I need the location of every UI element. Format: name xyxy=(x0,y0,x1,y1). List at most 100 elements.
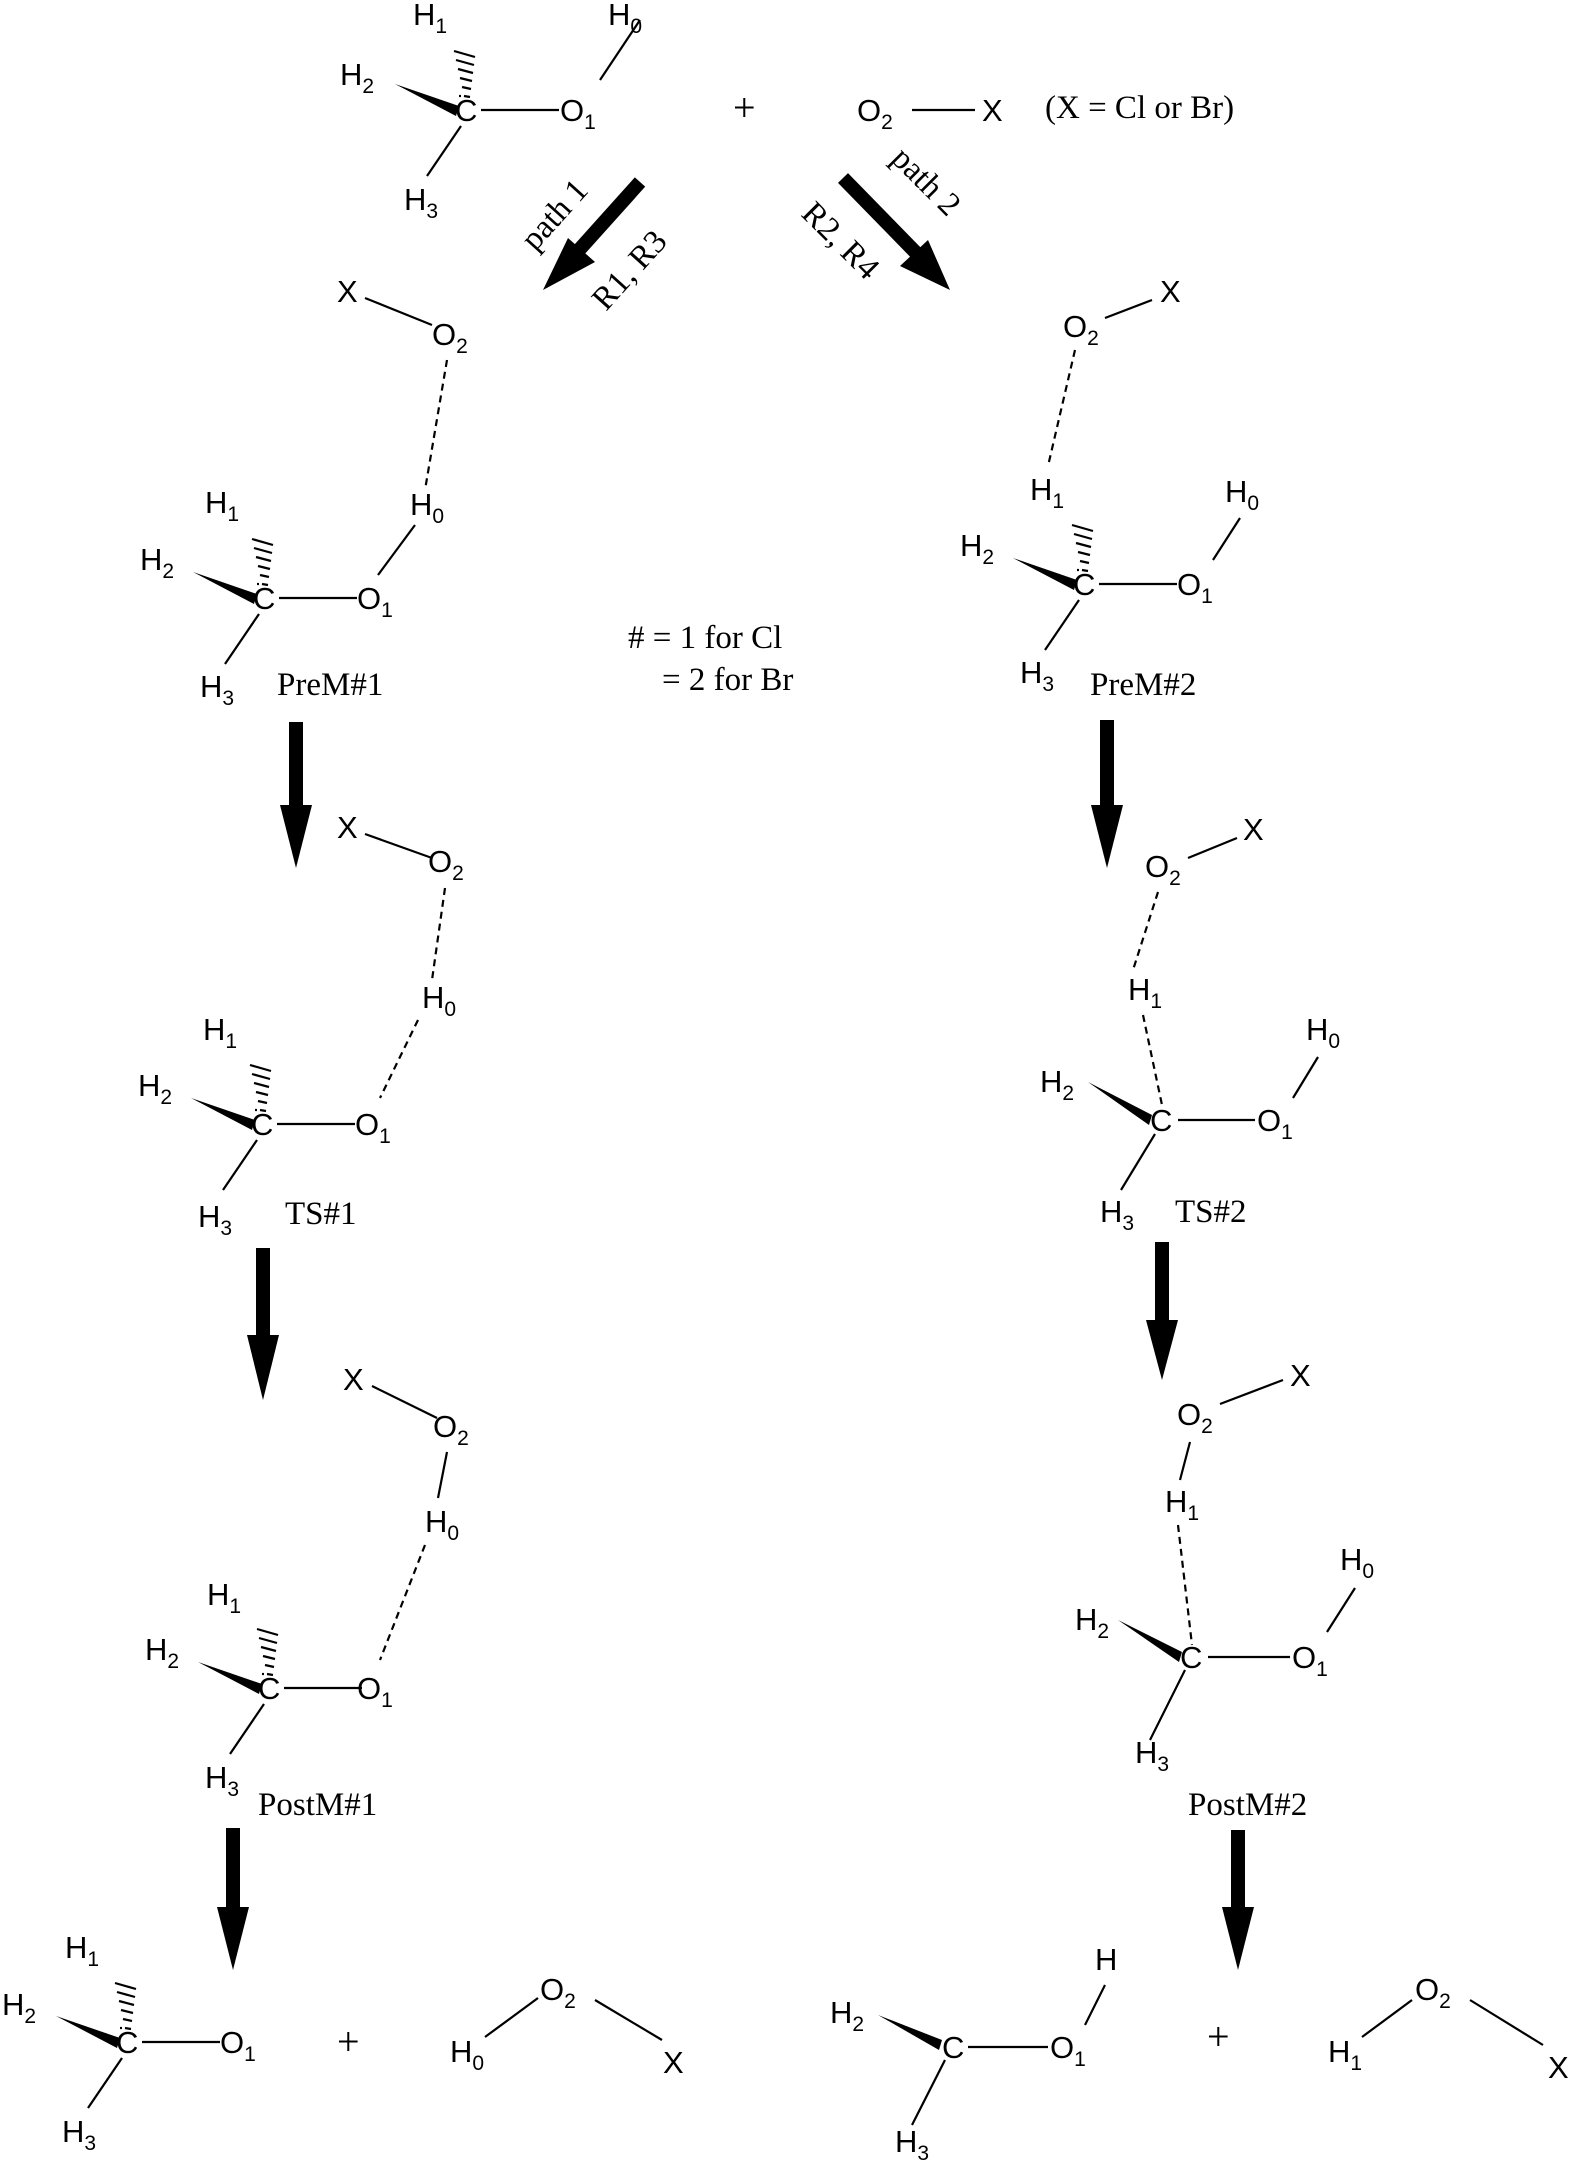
svg-text:H0: H0 xyxy=(608,0,642,38)
plus-sign-products-1: + xyxy=(337,2019,360,2064)
svg-text:H0: H0 xyxy=(1306,1012,1340,1053)
svg-text:H1: H1 xyxy=(1165,1484,1199,1525)
legend-line2: = 2 for Br xyxy=(662,662,793,698)
svg-text:O2: O2 xyxy=(433,1409,469,1450)
svg-text:O2: O2 xyxy=(1177,1397,1213,1438)
svg-text:O1: O1 xyxy=(1050,2030,1086,2071)
svg-text:O2: O2 xyxy=(1145,849,1181,890)
svg-text:H3: H3 xyxy=(404,182,438,223)
prem2-structure: O2 X C H1 H2 H3 O1 H0 xyxy=(960,274,1259,696)
path2-arrow: path 2 R2, R4 xyxy=(794,140,967,290)
svg-text:O2: O2 xyxy=(857,93,893,134)
svg-text:H0: H0 xyxy=(410,487,444,528)
product-hoox-2: H1 O2 X xyxy=(1328,1972,1569,2085)
svg-text:O1: O1 xyxy=(357,1671,393,1712)
atom-C: C xyxy=(455,93,477,128)
plus-sign: + xyxy=(733,85,756,130)
svg-text:H2: H2 xyxy=(340,57,374,98)
legend-line1: # = 1 for Cl xyxy=(628,620,782,656)
svg-text:H3: H3 xyxy=(198,1199,232,1240)
svg-text:H0: H0 xyxy=(1340,1542,1374,1583)
svg-text:H1: H1 xyxy=(1328,2034,1362,2075)
svg-text:O2: O2 xyxy=(1415,1972,1451,2013)
stage-label-prem1: PreM#1 xyxy=(277,667,383,703)
svg-text:C: C xyxy=(253,581,275,616)
svg-text:O1: O1 xyxy=(1257,1103,1293,1144)
svg-text:H3: H3 xyxy=(200,669,234,710)
svg-text:X: X xyxy=(1243,812,1264,847)
svg-text:H1: H1 xyxy=(1030,472,1064,513)
svg-text:H1: H1 xyxy=(413,0,447,38)
reactant-methanol: C H1 H2 H3 O1 H0 xyxy=(340,0,642,223)
svg-text:X: X xyxy=(1548,2050,1569,2085)
reactant-note: (X = Cl or Br) xyxy=(1045,90,1234,126)
arrow-postm2-products xyxy=(1222,1830,1254,1970)
arrow-prem1-ts1 xyxy=(280,722,312,868)
svg-text:O1: O1 xyxy=(1177,567,1213,608)
svg-text:O1: O1 xyxy=(357,581,393,622)
svg-text:H2: H2 xyxy=(830,1995,864,2036)
svg-text:X: X xyxy=(343,1362,364,1397)
stage-label-ts1: TS#1 xyxy=(285,1196,357,1232)
svg-text:X: X xyxy=(1160,274,1181,309)
stage-label-ts2: TS#2 xyxy=(1175,1194,1247,1230)
svg-text:H1: H1 xyxy=(205,485,239,526)
svg-text:H1: H1 xyxy=(1128,972,1162,1013)
svg-text:H3: H3 xyxy=(895,2124,929,2165)
svg-text:H3: H3 xyxy=(1020,655,1054,696)
ts2-structure: O2 X H1 C H2 H3 O1 H0 xyxy=(1040,812,1340,1235)
svg-text:H3: H3 xyxy=(1100,1194,1134,1235)
svg-text:O1: O1 xyxy=(560,93,596,134)
svg-text:C: C xyxy=(1180,1640,1202,1675)
svg-text:H2: H2 xyxy=(145,1632,179,1673)
svg-text:H2: H2 xyxy=(138,1068,172,1109)
plus-sign-products-2: + xyxy=(1207,2014,1230,2059)
ts1-structure: X O2 H0 C H1 H2 H3 O1 xyxy=(138,810,464,1240)
svg-text:X: X xyxy=(982,93,1003,128)
svg-text:C: C xyxy=(942,2030,964,2065)
product-ch2oh-radical-1: C H1 H2 H3 O1 xyxy=(2,1930,256,2155)
arrow-postm1-products xyxy=(217,1828,249,1970)
svg-text:H0: H0 xyxy=(422,980,456,1021)
svg-text:H1: H1 xyxy=(203,1012,237,1053)
stage-label-postm2: PostM#2 xyxy=(1188,1787,1307,1823)
svg-text:C: C xyxy=(1150,1103,1172,1138)
svg-text:O1: O1 xyxy=(355,1107,391,1148)
svg-text:H2: H2 xyxy=(1075,1602,1109,1643)
postm1-structure: X O2 H0 C H1 H2 H3 O1 xyxy=(145,1362,469,1801)
arrow-ts1-postm1 xyxy=(247,1248,279,1400)
svg-text:H0: H0 xyxy=(450,2034,484,2075)
svg-text:C: C xyxy=(258,1671,280,1706)
svg-text:X: X xyxy=(1290,1358,1311,1393)
svg-text:X: X xyxy=(337,810,358,845)
svg-text:O1: O1 xyxy=(220,2025,256,2066)
svg-text:H0: H0 xyxy=(425,1504,459,1545)
stage-label-prem2: PreM#2 xyxy=(1090,667,1196,703)
svg-text:H1: H1 xyxy=(207,1577,241,1618)
svg-text:O2: O2 xyxy=(432,317,468,358)
svg-text:H2: H2 xyxy=(1040,1064,1074,1105)
postm2-structure: O2 X H1 C H2 H3 O1 H0 xyxy=(1075,1358,1374,1776)
svg-text:C: C xyxy=(1073,567,1095,602)
product-ch2oh-radical-2: C H2 H3 O1 H xyxy=(830,1942,1117,2165)
svg-text:C: C xyxy=(116,2025,138,2060)
svg-text:C: C xyxy=(251,1107,273,1142)
reactant-XO2: O2 X xyxy=(857,93,1003,134)
svg-text:O1: O1 xyxy=(1292,1640,1328,1681)
stage-label-postm1: PostM#1 xyxy=(258,1787,377,1823)
svg-text:O2: O2 xyxy=(428,844,464,885)
svg-text:X: X xyxy=(337,274,358,309)
path2-label: path 2 xyxy=(884,140,967,223)
product-hoox-1: H0 O2 X xyxy=(450,1972,684,2080)
svg-text:O2: O2 xyxy=(540,1972,576,2013)
arrow-prem2-ts2 xyxy=(1091,720,1123,868)
prem1-structure: X O2 H0 C H1 H2 H3 O1 xyxy=(140,274,468,710)
svg-text:H3: H3 xyxy=(205,1760,239,1801)
svg-text:H2: H2 xyxy=(960,528,994,569)
svg-text:H2: H2 xyxy=(2,1987,36,2028)
path1-arrow: path 1 R1, R3 xyxy=(514,173,674,318)
svg-text:H2: H2 xyxy=(140,542,174,583)
svg-text:X: X xyxy=(663,2045,684,2080)
svg-text:H3: H3 xyxy=(62,2114,96,2155)
